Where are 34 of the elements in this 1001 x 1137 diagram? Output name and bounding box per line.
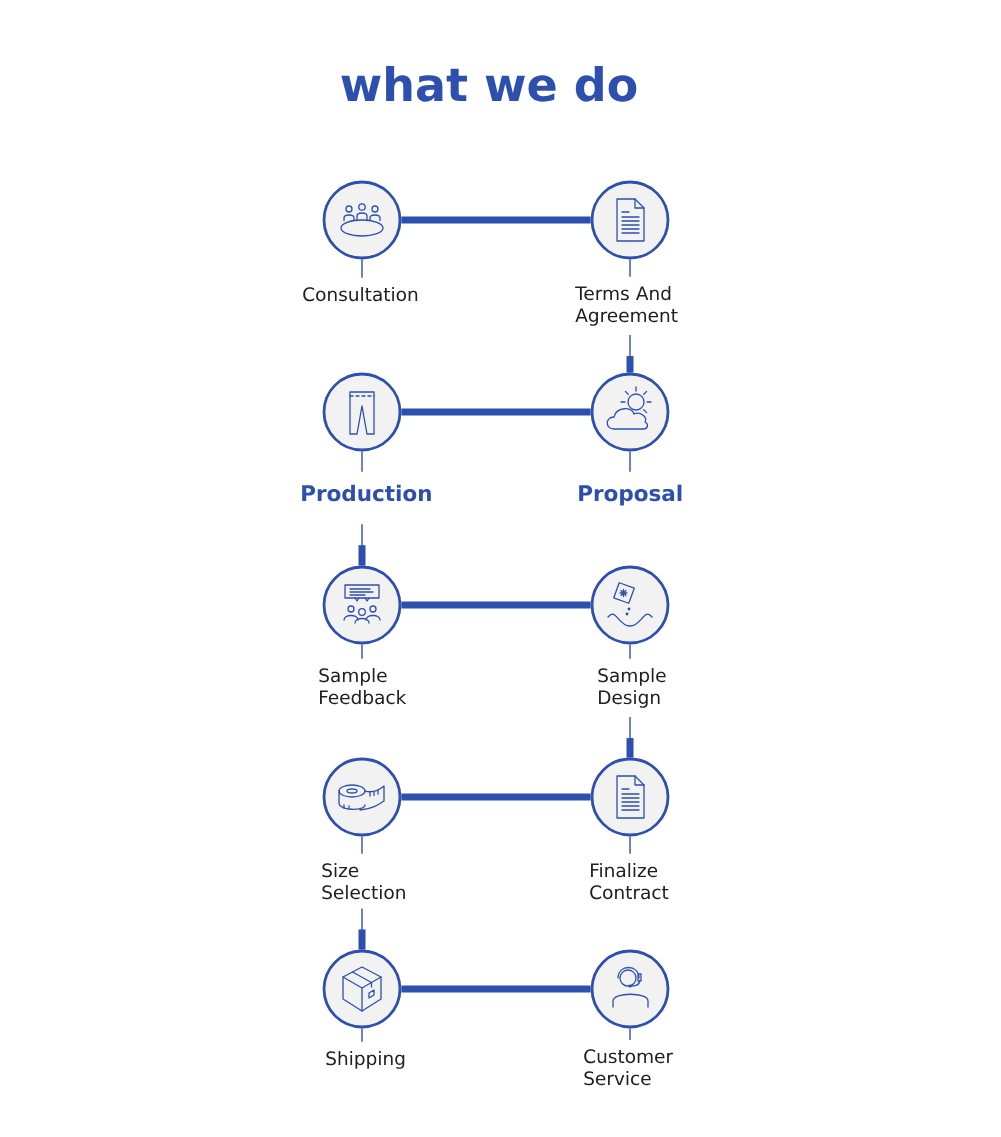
connector-line	[629, 835, 631, 855]
connector-line	[629, 450, 631, 473]
step-circle	[322, 757, 402, 837]
step-circle	[590, 949, 670, 1029]
step-label: Finalize Contract	[590, 862, 669, 900]
step-label: Terms And Agreement	[575, 285, 678, 326]
step-label: Consultation	[303, 286, 418, 302]
connector-line	[361, 643, 363, 660]
connector-line	[358, 523, 366, 567]
step-circle	[590, 180, 670, 260]
step-label: Sample Design	[598, 667, 666, 708]
step-label: Production	[302, 484, 431, 502]
step-circle	[322, 949, 402, 1029]
step-label: Size Selection	[322, 862, 405, 900]
connector-line	[361, 258, 363, 279]
step-label: Customer Service	[584, 1049, 674, 1086]
step-circle	[322, 372, 402, 452]
step-label: Proposal	[579, 484, 682, 506]
step-circle	[322, 565, 402, 645]
connector-line	[358, 907, 366, 951]
connector-line	[629, 258, 631, 278]
connector-line	[361, 450, 363, 473]
connector-line	[629, 1027, 631, 1041]
connector-line	[629, 643, 631, 660]
connector-line	[626, 334, 634, 374]
step-circle	[590, 565, 670, 645]
connector-line	[626, 716, 634, 759]
connector-line	[361, 835, 363, 855]
step-circle	[322, 180, 402, 260]
step-label: Sample Feedback	[319, 667, 407, 705]
step-label: Shipping	[326, 1050, 405, 1069]
step-circle	[590, 757, 670, 837]
connector-line	[361, 1027, 363, 1043]
title: what we do	[341, 66, 637, 102]
